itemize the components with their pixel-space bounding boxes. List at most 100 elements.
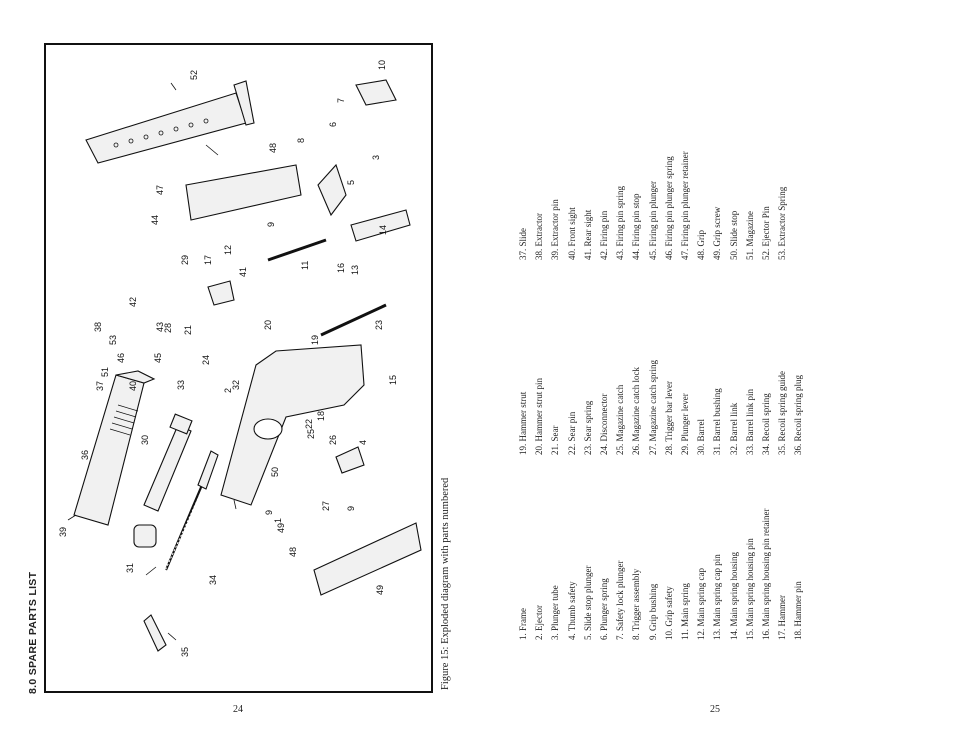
callout-number: 34 (208, 575, 218, 585)
callout-number: 4 (358, 440, 368, 445)
parts-list-item: 46. Firing pin plunger spring (663, 156, 674, 260)
callout-number: 13 (350, 265, 360, 275)
callout-number: 47 (155, 185, 165, 195)
parts-list-item: 5. Slide stop plunger (582, 565, 593, 641)
parts-list-item: 7. Safety lock plunger (615, 560, 626, 640)
callout-number: 19 (310, 335, 320, 345)
parts-list-item: 23. Sear spring (582, 400, 593, 455)
callout-number: 9 (264, 510, 274, 515)
parts-list-item: 27. Magazine catch spring (647, 360, 658, 455)
figure-caption: Figure 15: Exploded diagram with parts n… (440, 477, 451, 690)
callout-number: 50 (270, 467, 280, 477)
callout-number: 28 (163, 323, 173, 333)
callout-number: 22 (304, 419, 314, 429)
callout-number: 25 (306, 429, 316, 439)
callout-number: 17 (203, 255, 213, 265)
callout-number: 29 (180, 255, 190, 265)
part-main-spring (267, 238, 327, 262)
part-magazine (85, 80, 255, 164)
callout-number: 43 (155, 322, 165, 332)
callout-number: 49 (375, 585, 385, 595)
parts-list-item: 13. Main spring cap pin (712, 554, 723, 640)
part-hammer (207, 280, 235, 306)
callout-number: 24 (201, 355, 211, 365)
callout-number: 3 (371, 155, 381, 160)
parts-list-item: 14. Main spring housing (728, 551, 739, 640)
parts-list-item: 39. Extractor pin (550, 199, 561, 260)
callout-number: 42 (128, 297, 138, 307)
parts-list-item: 24. Disconnector (599, 393, 609, 455)
parts-list-item: 22. Sear pin (566, 411, 577, 455)
callout-leaders (67, 82, 237, 641)
parts-list-item: 15. Main spring housing pin (744, 538, 755, 640)
parts-list-item: 52. Ejector Pin (761, 206, 771, 260)
part-recoil-spring-plug (143, 614, 167, 652)
parts-list-item: 17. Hammer (777, 595, 788, 640)
parts-list-item: 50. Slide stop (728, 210, 739, 260)
callout-number: 16 (336, 263, 346, 273)
parts-list-item: 4. Thumb safety (566, 581, 577, 640)
parts-list-item: 31. Barrel bushing (712, 388, 723, 455)
callout-number: 31 (125, 563, 135, 573)
callout-number: 49 (276, 523, 286, 533)
callout-number: 46 (116, 353, 126, 363)
parts-list-item: 21. Sear (550, 425, 561, 456)
parts-list-item: 12. Main spring cap (696, 568, 707, 640)
parts-list-item: 11. Main spring (680, 583, 690, 640)
parts-list-item: 30. Barrel (696, 419, 707, 455)
page-number-right: 25 (710, 704, 720, 715)
callout-number: 9 (346, 506, 356, 511)
callout-number: 40 (128, 381, 138, 391)
callout-number: 2 (223, 388, 233, 393)
callout-number: 18 (316, 411, 326, 421)
part-grip-safety (355, 79, 397, 106)
part-recoil-spring-guide (197, 450, 219, 490)
parts-list-item: 47. Firing pin plunger retainer (680, 151, 690, 260)
part-trigger-assembly (317, 163, 347, 217)
callout-number: 48 (268, 143, 278, 153)
callout-number: 30 (140, 435, 150, 445)
callout-number: 20 (263, 320, 273, 330)
callout-number: 5 (346, 180, 356, 185)
callout-number: 14 (378, 225, 388, 235)
parts-list-item: 18. Hammer pin (793, 581, 804, 640)
part-frame (220, 344, 365, 506)
part-main-spring-housing (350, 209, 411, 242)
callout-number: 44 (150, 215, 160, 225)
parts-list-item: 16. Main spring housing pin retainer (761, 508, 771, 640)
parts-list-item: 2. Ejector (534, 605, 545, 640)
parts-list-item: 20. Hammer strut pin (534, 378, 545, 455)
callout-number: 41 (238, 267, 248, 277)
parts-list-item: 48. Grip (696, 230, 707, 260)
part-barrel (143, 413, 193, 512)
callout-number: 52 (189, 70, 199, 80)
parts-list-item: 41. Rear sight (582, 209, 593, 260)
exploded-diagram-art: 1234567899910111213141516171819202122232… (58, 60, 422, 657)
callout-number: 33 (176, 380, 186, 390)
callout-number: 10 (377, 60, 387, 70)
callout-number: 21 (183, 325, 193, 335)
callout-number: 11 (300, 261, 310, 270)
parts-list-item: 19. Hammer strut (518, 391, 528, 455)
callout-number: 6 (328, 122, 338, 127)
parts-list-item: 49. Grip screw (712, 206, 723, 260)
callout-number: 36 (80, 450, 90, 460)
parts-list-item: 35. Recoil spring guide (777, 371, 788, 455)
parts-list-item: 38. Extractor (534, 213, 545, 260)
parts-list-item: 10. Grip safety (663, 586, 674, 640)
callout-number: 26 (328, 435, 338, 445)
parts-list-item: 29. Plunger lever (680, 393, 690, 455)
callout-number: 51 (100, 367, 110, 377)
parts-list-item: 51. Magazine (744, 211, 755, 260)
part-barrel-bushing (133, 524, 157, 548)
parts-list-item: 3. Plunger tube (550, 585, 561, 640)
parts-list-item: 37. Slide (518, 227, 528, 260)
parts-list-item: 8. Trigger assembly (631, 568, 642, 640)
callout-number: 35 (180, 647, 190, 657)
callout-number: 39 (58, 527, 68, 537)
parts-list-item: 40. Front sight (566, 207, 577, 260)
parts-list-item: 25. Magazine catch (615, 384, 626, 455)
part-recoil-spring (163, 480, 207, 574)
callout-number: 1 (273, 518, 283, 523)
